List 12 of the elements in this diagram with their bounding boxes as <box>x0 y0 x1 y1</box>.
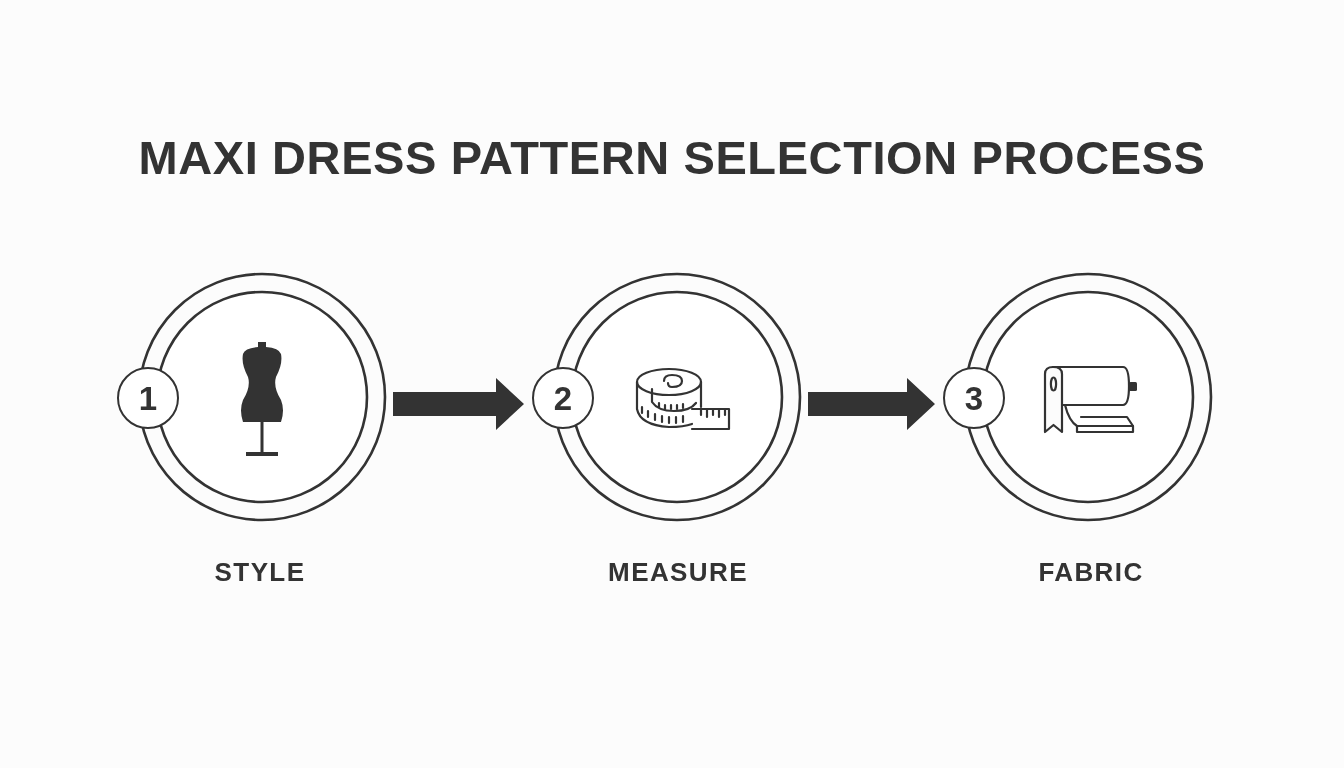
step-number-badge: 1 <box>117 367 179 429</box>
step-label: STYLE <box>214 557 306 589</box>
step-circle <box>115 272 387 522</box>
step-circle <box>530 272 802 522</box>
diagram-title: MAXI DRESS PATTERN SELECTION PROCESS <box>138 132 1206 184</box>
arrow <box>808 378 935 430</box>
step-number-badge: 2 <box>532 367 594 429</box>
arrow <box>393 378 524 430</box>
step-number-badge: 3 <box>943 367 1005 429</box>
step-label: MEASURE <box>608 557 748 589</box>
step-circle <box>941 272 1213 522</box>
step-label: FABRIC <box>1038 557 1144 589</box>
